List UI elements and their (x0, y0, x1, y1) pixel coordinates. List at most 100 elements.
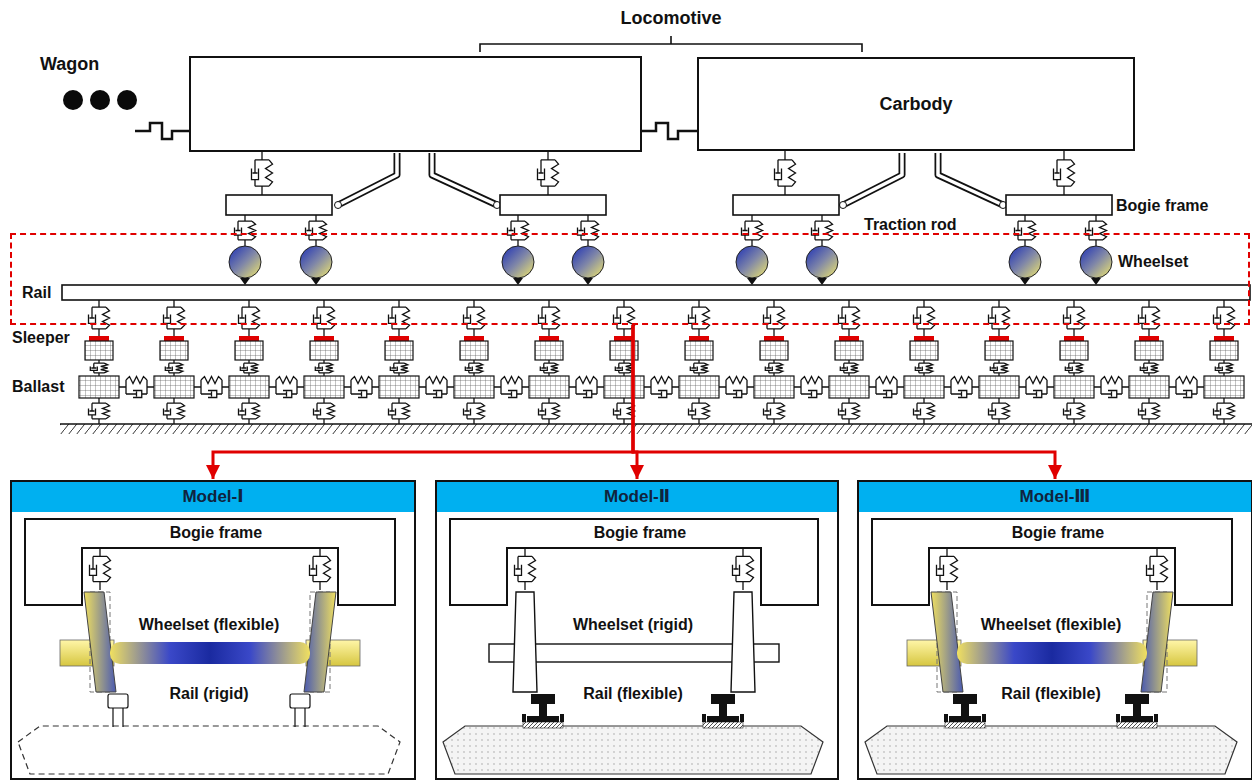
sleeper (160, 341, 188, 360)
spring-damper-stroke (252, 151, 273, 195)
spring-damper-stroke (515, 548, 536, 590)
spring-damper (240, 360, 257, 376)
part-label: Wheelset (flexible) (139, 616, 279, 634)
spring-damper (614, 398, 635, 424)
spring-damper (1214, 300, 1235, 336)
spring-damper-stroke (269, 377, 304, 398)
spring-damper-stroke (119, 377, 154, 398)
red-arrow (213, 325, 633, 479)
rail-flexible (949, 694, 981, 722)
spring-damper-stroke (464, 398, 485, 424)
wheel-flexible (304, 592, 336, 692)
bogie-frame (226, 195, 332, 215)
rail-rigid (108, 694, 128, 708)
spring-damper-stroke (614, 300, 635, 336)
spring-damper (515, 548, 536, 590)
axle-flexible (957, 642, 1147, 664)
ballast (754, 376, 794, 398)
part-label: Wheelset (rigid) (573, 616, 693, 634)
spring-damper (644, 377, 679, 398)
sleeper (235, 341, 263, 360)
spring-damper (1065, 360, 1082, 376)
rail-pad (703, 722, 743, 728)
spring-damper (465, 360, 482, 376)
rail-clip (702, 714, 706, 722)
sleeper (385, 341, 413, 360)
contact (747, 278, 757, 285)
spring-damper (1086, 215, 1107, 246)
spring-damper (812, 215, 833, 246)
spring-damper-stroke (1054, 151, 1075, 195)
wagon-dot (90, 90, 110, 110)
spring-damper-stroke (1015, 215, 1036, 246)
spring-damper-stroke (1214, 398, 1235, 424)
rail-pad (945, 722, 985, 728)
spring-damper-stroke (765, 360, 782, 376)
ballast (529, 376, 569, 398)
spring-damper-stroke (1215, 360, 1232, 376)
bogie-frame-box: Bogie frame (24, 518, 408, 606)
spring-damper-stroke (344, 377, 379, 398)
rod-joint (840, 202, 847, 209)
spring-damper-stroke (840, 360, 857, 376)
spring-damper (389, 398, 410, 424)
spring-damper (1019, 377, 1054, 398)
spring-damper-stroke (90, 548, 111, 590)
rail-pad (1139, 336, 1159, 341)
wagon-dot (117, 90, 137, 110)
spring-damper-stroke (89, 300, 110, 336)
ballast (679, 376, 719, 398)
ballast (154, 376, 194, 398)
spring-damper (1064, 398, 1085, 424)
spring-damper-stroke (578, 215, 599, 246)
part-label: Wheelset (flexible) (981, 616, 1121, 634)
ballast (829, 376, 869, 398)
spring-damper (164, 300, 185, 336)
spring-damper-stroke (733, 548, 754, 590)
spring-damper-stroke (915, 360, 932, 376)
ballast (604, 376, 644, 398)
wheel-flexible (931, 592, 963, 692)
sleeper (18, 726, 400, 774)
rail-pad (764, 336, 784, 341)
spring-damper (944, 377, 979, 398)
spring-damper-stroke (690, 360, 707, 376)
wagon-dot (63, 90, 83, 110)
spring-damper (239, 398, 260, 424)
rail-pad (539, 336, 559, 341)
spring-damper-stroke (164, 300, 185, 336)
spring-damper (794, 377, 829, 398)
spring-damper-stroke (306, 215, 327, 246)
coupler (135, 123, 190, 139)
rail-pad (389, 336, 409, 341)
spring-damper-stroke (914, 398, 935, 424)
rail-pad (1064, 336, 1084, 341)
rail-pad (839, 336, 859, 341)
spring-damper (742, 215, 763, 246)
contact (817, 278, 827, 285)
ballast (229, 376, 269, 398)
spring-damper (614, 300, 635, 336)
spring-damper (538, 151, 559, 195)
traction-rod (938, 153, 1003, 205)
spring-damper-stroke (1065, 360, 1082, 376)
spring-damper-stroke (389, 300, 410, 336)
spring-damper-stroke (239, 300, 260, 336)
spring-damper-stroke (390, 360, 407, 376)
spring-damper-stroke (614, 398, 635, 424)
spring-damper-stroke (508, 215, 529, 246)
spring-damper (1147, 548, 1168, 590)
spring-damper-stroke (240, 360, 257, 376)
wheel (1080, 246, 1112, 278)
spring-damper-stroke (1019, 377, 1054, 398)
spring-damper-stroke (494, 377, 529, 398)
spring-damper-stroke (764, 300, 785, 336)
rail-pad (523, 722, 563, 728)
spring-damper-stroke (869, 377, 904, 398)
sleeper (1210, 341, 1238, 360)
spring-damper-stroke (90, 360, 107, 376)
part-label: Ballast (12, 378, 64, 396)
spring-damper-stroke (235, 215, 256, 246)
spring-damper-stroke (644, 377, 679, 398)
